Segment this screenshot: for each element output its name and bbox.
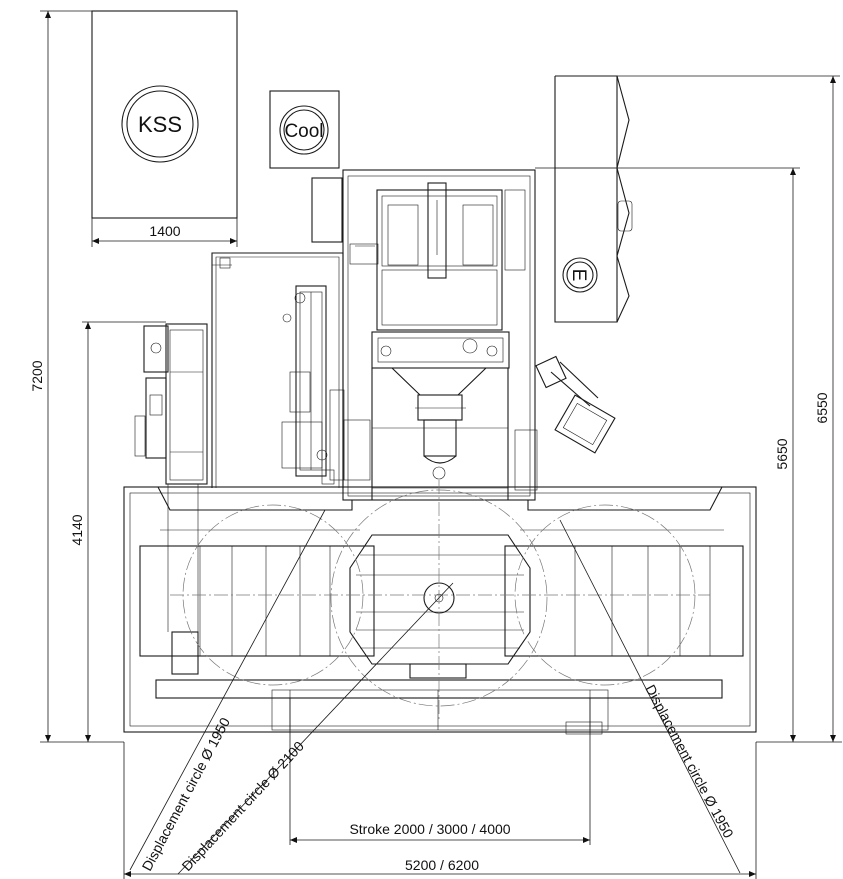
- kss-logo-label: KSS: [138, 112, 182, 137]
- rotary-table: [349, 534, 531, 679]
- vertical-dimensions: [40, 10, 842, 743]
- horizontal-dimensions: [123, 698, 757, 879]
- coolant-unit: Cool: [269, 90, 340, 169]
- electric-logo-label: E: [568, 269, 589, 282]
- left-drive-unit: [134, 323, 208, 675]
- displacement-circles: [170, 480, 710, 720]
- kss-unit: KSS: [91, 10, 238, 247]
- left-height-dimension: 4140: [69, 514, 85, 545]
- machine-column: [342, 169, 538, 501]
- inner-height-dimension: 5650: [774, 438, 790, 469]
- tool-changer-enclosure: [211, 252, 371, 488]
- operator-panel: [535, 355, 616, 454]
- circle-leaders: [129, 509, 741, 875]
- overall-width-dimension: 5200 / 6200: [405, 857, 479, 873]
- kss-width-dimension: 1400: [149, 223, 180, 239]
- right-displacement-circle-label: Displacement circle Ø 1950: [642, 682, 737, 841]
- electric-cabinet: E: [554, 75, 633, 323]
- outer-height-dimension: 6550: [814, 392, 830, 423]
- total-height-dimension: 7200: [29, 360, 45, 391]
- stroke-dimension: Stroke 2000 / 3000 / 4000: [349, 821, 510, 837]
- left-displacement-circle-label: Displacement circle Ø 1950: [139, 715, 234, 874]
- cool-logo-label: Cool: [284, 121, 323, 142]
- machine-base: [123, 486, 757, 735]
